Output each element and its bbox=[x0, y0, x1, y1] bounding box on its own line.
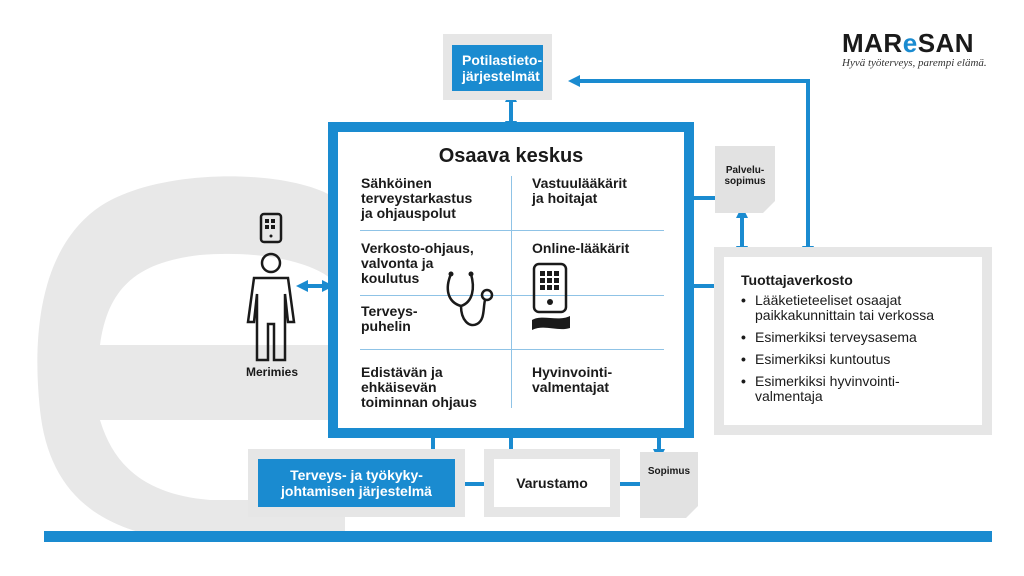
arrow-producer-potilas bbox=[568, 75, 814, 258]
sailor-person-icon bbox=[246, 212, 296, 362]
logo-tagline: Hyvä työterveys, parempi elämä. bbox=[842, 57, 987, 69]
bottom-accent-bar bbox=[44, 531, 992, 542]
potilas-line2: järjestelmät bbox=[462, 68, 540, 84]
palvelusopimus-label: Palvelu- sopimus bbox=[724, 165, 766, 187]
producer-title: Tuottajaverkosto bbox=[741, 272, 853, 288]
varustamo-box: Varustamo bbox=[494, 459, 610, 507]
stethoscope-icon bbox=[446, 271, 494, 327]
center-title: Osaava keskus bbox=[438, 145, 584, 167]
sopimus-doc bbox=[640, 452, 698, 518]
palvelusopimus-doc bbox=[715, 146, 775, 213]
varustamo-label: Varustamo bbox=[516, 475, 588, 491]
maresan-logo: MAReSAN Hyvä työterveys, parempi elämä. bbox=[842, 28, 1002, 69]
cell-terveyspuhelin: Terveys- puhelin bbox=[361, 303, 418, 334]
center-hline-3 bbox=[360, 349, 664, 350]
producer-item: Lääketieteeliset osaajatpaikkakunnittain… bbox=[741, 293, 977, 323]
cell-sahkoinen: Sähköinen terveystarkastus ja ohjauspolu… bbox=[361, 175, 473, 221]
cell-hyvinvointi: Hyvinvointi- valmentajat bbox=[532, 364, 613, 395]
logo-wordmark: MAReSAN bbox=[842, 28, 975, 58]
center-hline-2 bbox=[360, 295, 664, 296]
tyokyky-box: Terveys- ja työkyky- johtamisen järjeste… bbox=[258, 459, 455, 507]
center-hline-1 bbox=[360, 230, 664, 231]
potilas-line1: Potilastieto- bbox=[462, 52, 543, 68]
sopimus-label: Sopimus bbox=[647, 466, 691, 477]
tyokyky-line1: Terveys- ja työkyky- bbox=[290, 467, 423, 483]
center-vertical-divider bbox=[511, 176, 512, 408]
producer-item: Esimerkiksi terveysasema bbox=[741, 330, 977, 346]
cell-online: Online-lääkärit bbox=[532, 240, 630, 256]
person-label: Merimies bbox=[245, 365, 299, 379]
producer-item: Esimerkiksi hyvinvointi-valmentaja bbox=[741, 374, 977, 404]
cell-verkosto: Verkosto-ohjaus, valvonta ja koulutus bbox=[361, 240, 474, 286]
potilas-box: Potilastieto- järjestelmät bbox=[452, 45, 543, 91]
cell-vastuulaakarit: Vastuulääkärit ja hoitajat bbox=[532, 175, 627, 206]
cell-edistavan: Edistävän ja ehkäisevän toiminnan ohjaus bbox=[361, 364, 477, 410]
phone-hand-icon bbox=[532, 262, 570, 330]
producer-list: Lääketieteeliset osaajatpaikkakunnittain… bbox=[741, 293, 977, 411]
producer-item: Esimerkiksi kuntoutus bbox=[741, 352, 977, 368]
tyokyky-line2: johtamisen järjestelmä bbox=[281, 483, 432, 499]
